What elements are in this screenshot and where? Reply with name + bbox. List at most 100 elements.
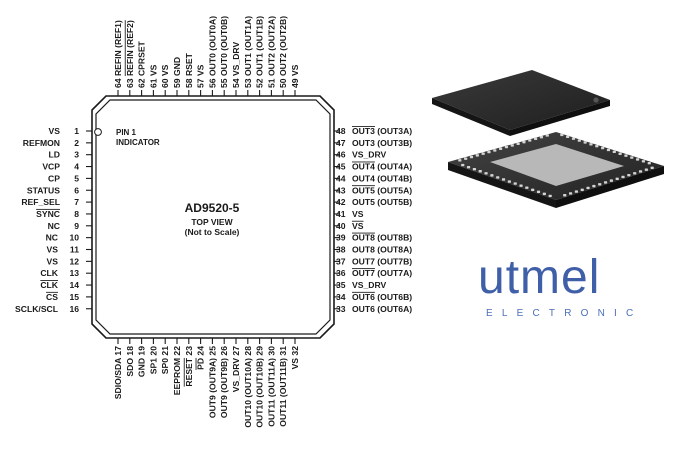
- package-pad: [609, 179, 613, 182]
- right-pin-number: 43: [336, 185, 346, 195]
- right-pin-name: OUT7 (OUT7B): [352, 256, 412, 266]
- right-pin-name: VS_DRV: [352, 280, 387, 290]
- package-pad: [481, 152, 485, 155]
- package-pad: [461, 163, 465, 167]
- package-pad: [586, 186, 590, 190]
- bottom-pin-label: OUT10 (OUT10A) 28: [243, 346, 253, 428]
- top-pin-label: 57 VS: [196, 64, 206, 88]
- package-pad: [612, 150, 616, 154]
- package-pad: [606, 148, 611, 152]
- package-pad: [542, 192, 546, 196]
- top-pin-label: 56 OUT0 (OUT0A): [207, 16, 217, 88]
- package-outline-inner: [95, 99, 331, 335]
- top-pin-label: 53 OUT1 (OUT1A): [243, 16, 253, 88]
- right-pin-number: 42: [336, 197, 346, 207]
- right-pin-name: VS: [352, 209, 364, 219]
- scale-note: (Not to Scale): [185, 227, 240, 237]
- package-pad: [589, 143, 593, 146]
- package-pad: [510, 144, 514, 147]
- package-pad: [472, 168, 476, 171]
- bottom-pin-label: VS_DRV 27: [231, 346, 241, 392]
- right-pin-name: OUT5 (OUT5A): [352, 185, 412, 195]
- right-pin-number: 35: [336, 280, 346, 290]
- right-pin-number: 38: [336, 245, 346, 255]
- left-pin-name: STATUS: [27, 185, 60, 195]
- package-pad: [638, 170, 643, 173]
- left-pin-name: REF_SEL: [21, 197, 60, 207]
- left-pin-number: 11: [70, 245, 79, 255]
- package-pad: [627, 173, 631, 177]
- bottom-pin-label: VS 32: [290, 346, 300, 370]
- bottom-pin-label: SDIO/SDA 17: [113, 346, 123, 399]
- right-pin-number: 33: [336, 304, 346, 314]
- bottom-pin-label: OUT9 (OUT9B) 26: [219, 346, 229, 418]
- left-pin-name: REFMON: [23, 138, 60, 148]
- left-pin-number: 7: [74, 197, 79, 207]
- left-pin-name: CLK: [40, 280, 58, 290]
- package-pad: [490, 174, 494, 177]
- package-pad: [466, 165, 471, 169]
- right-pin-number: 45: [336, 162, 346, 172]
- top-pin-label: 62 CPRSET: [137, 40, 147, 88]
- left-pin-number: 15: [69, 292, 79, 302]
- top-pin-label: 52 OUT1 (OUT1B): [255, 16, 265, 88]
- top-pin-label: 54 VS_DRV: [231, 42, 241, 88]
- package-pad: [496, 176, 500, 179]
- right-pin-name: OUT7 (OUT7A): [352, 268, 412, 278]
- bottom-pin-label: SP1 20: [148, 346, 158, 374]
- top-pin-label: 61 VS: [148, 64, 158, 88]
- package-pad: [499, 147, 503, 150]
- bottom-pin-label: SP0 21: [160, 346, 170, 374]
- package-pad: [475, 154, 479, 157]
- package-pad: [574, 190, 578, 193]
- package-pad: [595, 145, 599, 148]
- top-pin-label: 55 OUT0 (OUT0B): [219, 16, 229, 88]
- right-pin-number: 41: [336, 209, 346, 219]
- package-pad: [624, 154, 628, 157]
- package-pad: [560, 133, 564, 137]
- utmel-logo: utmel ELECTRONIC: [470, 250, 670, 330]
- right-pin-name: OUT4 (OUT4A): [352, 162, 412, 172]
- package-pad: [548, 194, 552, 198]
- right-pin-number: 46: [336, 150, 346, 160]
- package-pad: [458, 159, 462, 162]
- right-pin-name: OUT8 (OUT8A): [352, 245, 412, 255]
- package-pad: [566, 135, 570, 138]
- package-pad: [583, 141, 587, 144]
- right-pin-number: 44: [336, 173, 346, 183]
- package-pad: [528, 139, 532, 142]
- package-pad: [545, 134, 549, 137]
- left-pin-name: CP: [48, 173, 60, 183]
- package-pad: [630, 156, 634, 159]
- bottom-pin-label: OUT11 (OUT11A) 30: [266, 346, 276, 427]
- top-pin-label: 58 RSET: [184, 52, 194, 88]
- right-pin-number: 34: [336, 292, 346, 302]
- top-pin-label: 49 VS: [290, 64, 300, 88]
- left-pin-number: 9: [74, 221, 79, 231]
- package-pad: [536, 190, 541, 194]
- chip-photo-top: [432, 70, 610, 136]
- left-pin-number: 13: [69, 268, 79, 278]
- pin1-label-line2: INDICATOR: [116, 138, 160, 147]
- package-pad: [563, 194, 567, 197]
- package-pad: [519, 184, 523, 187]
- package-pad: [484, 172, 488, 175]
- package-pad: [650, 166, 654, 170]
- package-pad: [531, 188, 535, 191]
- right-pin-name: VS_DRV: [352, 150, 387, 160]
- left-pin-name: VS: [47, 245, 59, 255]
- left-pin-number: 14: [69, 280, 79, 290]
- left-pin-name: SYNC: [36, 209, 60, 219]
- package-pad: [516, 142, 520, 145]
- top-pin-label: 64 REFIN (REF1): [113, 20, 123, 88]
- left-pin-name: CS: [46, 292, 58, 302]
- package-pad: [644, 168, 648, 171]
- package-outline-outer: [91, 95, 335, 339]
- logo-wordmark: utmel: [478, 251, 601, 304]
- left-pin-number: 10: [69, 233, 79, 243]
- package-pad: [615, 177, 619, 180]
- package-pad: [534, 137, 538, 140]
- package-pad: [487, 150, 491, 154]
